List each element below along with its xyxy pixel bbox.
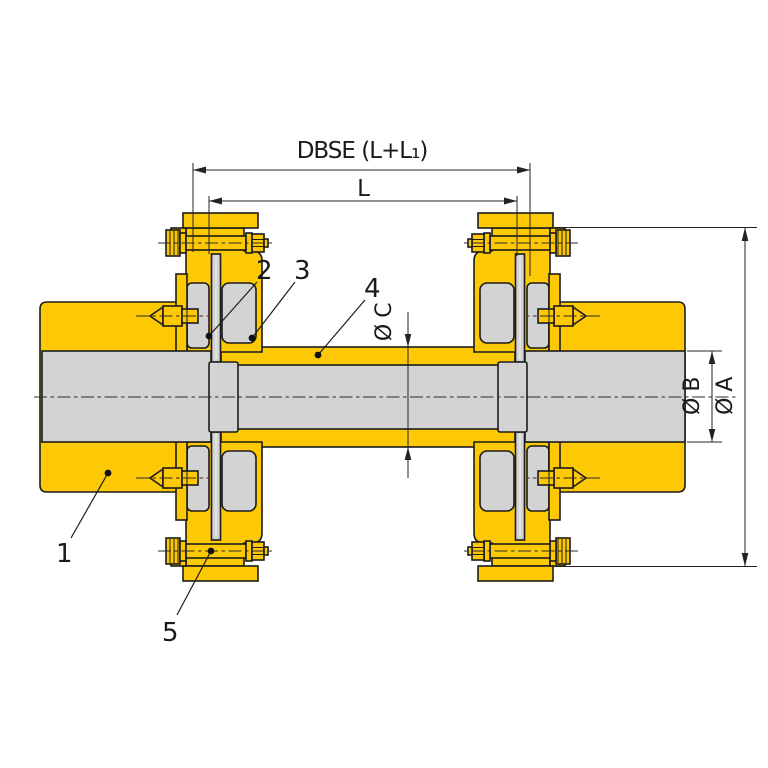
dimension-dbse: DBSE (L+L₁) (192, 138, 531, 276)
dimension-dia-a: Ø A (551, 227, 757, 567)
dimension-dia-b: Ø B (680, 350, 722, 443)
callout-5: 5 (162, 547, 215, 648)
dimension-l: L (208, 176, 518, 256)
callout-1-number: 1 (56, 539, 72, 569)
callout-3: 3 (248, 256, 311, 342)
l-label: L (357, 176, 370, 202)
dia-c-label: Ø C (372, 303, 397, 341)
dia-b-label: Ø B (680, 377, 705, 415)
dbse-label: DBSE (L+L₁) (297, 138, 428, 164)
callout-4: 4 (314, 274, 381, 359)
callout-3-number: 3 (294, 256, 310, 286)
callout-4-number: 4 (364, 274, 380, 304)
dia-a-label: Ø A (713, 377, 738, 415)
callout-2-number: 2 (256, 256, 272, 286)
dimension-dia-c: Ø C (372, 303, 412, 478)
callout-1: 1 (56, 469, 112, 569)
callout-5-number: 5 (162, 618, 178, 648)
callout-2: 2 (205, 256, 273, 340)
